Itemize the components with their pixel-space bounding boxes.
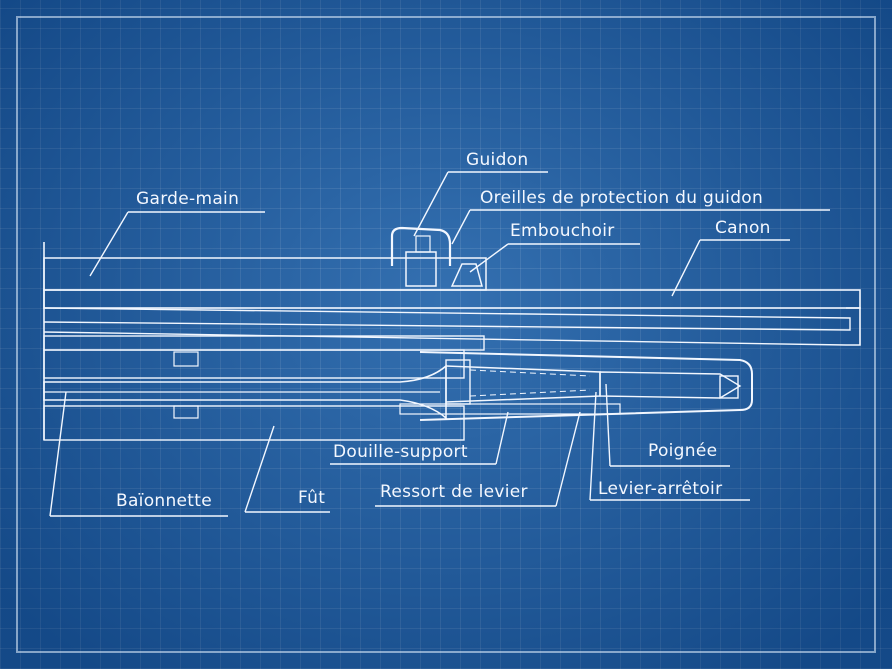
sheet-border — [16, 16, 876, 653]
canon-part — [43, 289, 861, 351]
label-douille-support: Douille-support — [333, 442, 468, 462]
label-ressort-de-levier: Ressort de levier — [380, 482, 528, 502]
guidon-part — [390, 226, 483, 287]
garde-main-part — [43, 242, 487, 440]
label-guidon: Guidon — [466, 150, 528, 170]
leader-lines — [49, 171, 830, 517]
label-fut: Fût — [298, 488, 325, 508]
poignee-part — [399, 351, 753, 421]
label-garde-main: Garde-main — [136, 189, 239, 209]
label-baionnette: Baïonnette — [116, 491, 212, 511]
label-levier-arretoir: Levier-arrêtoir — [598, 479, 722, 499]
label-poignee: Poignée — [648, 441, 717, 461]
label-canon: Canon — [715, 218, 771, 238]
label-oreilles: Oreilles de protection du guidon — [480, 188, 763, 208]
label-embouchoir: Embouchoir — [510, 221, 615, 241]
baionnette-part — [43, 364, 447, 420]
fut-part — [43, 349, 465, 441]
